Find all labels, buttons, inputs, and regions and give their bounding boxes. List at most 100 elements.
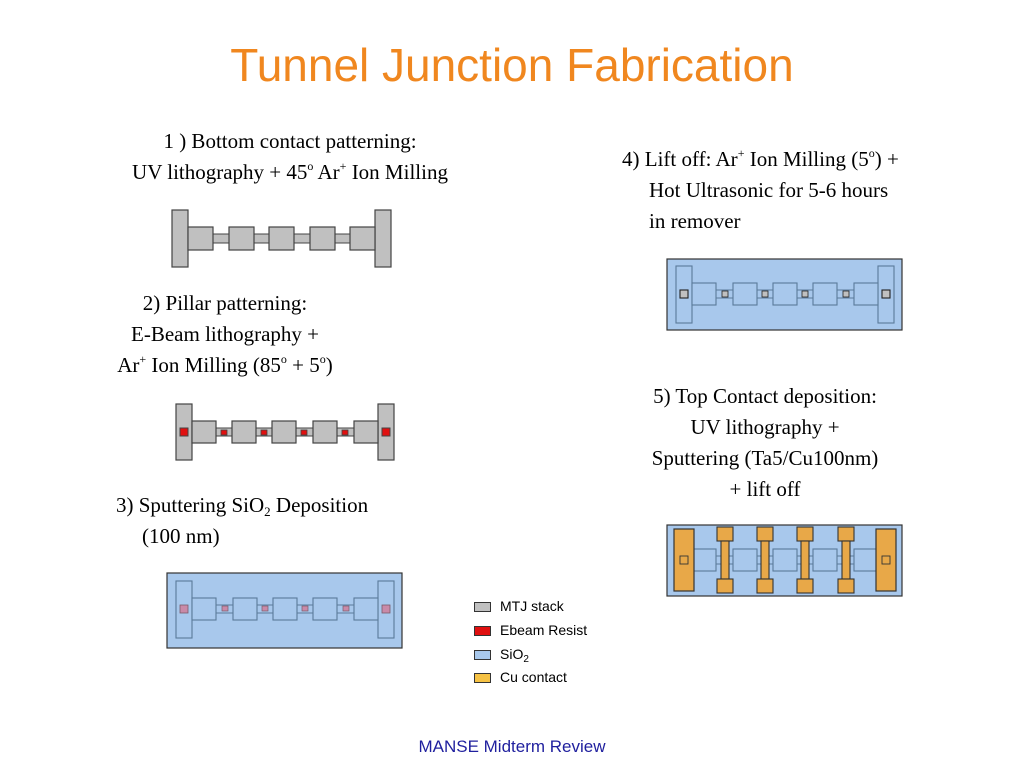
legend-label: SiO2 <box>500 646 529 665</box>
pad-block <box>732 548 758 572</box>
cu-top-contact <box>796 526 814 594</box>
legend-label: Ebeam Resist <box>500 622 588 638</box>
cu-top-contact <box>716 526 734 594</box>
pad-block <box>312 420 338 444</box>
step-1-line-2: UV lithography + 45 <box>132 160 308 184</box>
pad-block <box>191 420 217 444</box>
pad-block <box>349 226 376 251</box>
contact-pad-right <box>374 209 392 268</box>
sub-2: 2 <box>523 654 529 665</box>
pad-block <box>231 420 257 444</box>
step-1-ion: Ion Milling <box>346 160 448 184</box>
resist-pillar <box>220 429 228 436</box>
resist-pad-right <box>381 604 391 614</box>
step-1-line-1: 1 ) Bottom contact patterning: <box>163 129 417 153</box>
step-2-caption: 2) Pillar patterning: E-Beam lithography… <box>60 288 390 381</box>
resist-pillar <box>301 605 309 612</box>
pad-block <box>812 548 838 572</box>
legend-swatch <box>474 602 491 612</box>
step-3-line-1: 3) Sputtering SiO <box>116 493 265 517</box>
step-4-ar: 4) Lift off: Ar <box>622 147 738 171</box>
pad-block <box>232 597 258 621</box>
resist-pillar <box>221 605 229 612</box>
legend-label: Cu contact <box>500 669 567 685</box>
step-4-device <box>666 258 903 331</box>
pad-block <box>691 282 717 306</box>
cu-top-contact <box>837 526 855 594</box>
footer: MANSE Midterm Review <box>418 737 606 756</box>
step-2-device <box>175 403 395 461</box>
pad-block <box>228 226 255 251</box>
step-2-plus5: + 5 <box>286 353 320 377</box>
resist-pad-left <box>179 427 189 437</box>
plus-sup: + <box>139 352 147 366</box>
contact-pad-left <box>171 209 189 268</box>
cu-contact-marker <box>881 555 891 565</box>
pad-block <box>312 597 338 621</box>
step-4-caption: 4) Lift off: Ar+ Ion Milling (5o) + Hot … <box>622 144 982 237</box>
resist-pillar <box>341 429 349 436</box>
plus-sup: + <box>737 146 745 160</box>
resist-pad-left <box>179 604 189 614</box>
resist-pad-right <box>381 427 391 437</box>
step-4-line-3: in remover <box>649 209 741 233</box>
degree-sup: o <box>868 146 875 160</box>
legend-sio-text: SiO <box>500 646 524 662</box>
step-1-caption: 1 ) Bottom contact patterning: UV lithog… <box>80 126 500 188</box>
step-3-line-2: (100 nm) <box>142 524 220 548</box>
step-3-device <box>166 572 403 649</box>
opening-pad-left <box>679 289 689 299</box>
pad-block <box>268 226 295 251</box>
pad-block <box>812 282 838 306</box>
step-4-plus: ) + <box>874 147 899 171</box>
step-2-ar: Ar <box>117 353 140 377</box>
legend-swatch <box>474 673 491 683</box>
pad-block <box>271 420 297 444</box>
step-5-line-1: 5) Top Contact deposition: <box>653 384 877 408</box>
opening-pad-right <box>881 289 891 299</box>
degree-sup: o <box>280 352 287 366</box>
pad-block <box>353 597 379 621</box>
legend-label: MTJ stack <box>500 598 564 614</box>
step-5-line-4: + lift off <box>729 477 801 501</box>
step-1-device <box>171 209 392 268</box>
step-5-line-2: UV lithography + <box>690 415 840 439</box>
pad-block <box>772 548 798 572</box>
legend-swatch <box>474 650 491 660</box>
step-2-close: ) <box>325 353 333 377</box>
step-5-caption: 5) Top Contact deposition: UV lithograph… <box>600 381 930 505</box>
opening-pillar <box>761 290 769 298</box>
opening-pillar <box>842 290 850 298</box>
step-2-line-1: 2) Pillar patterning: <box>142 291 308 315</box>
plus-sup: + <box>339 159 347 173</box>
pad-block <box>853 548 879 572</box>
resist-pillar <box>261 605 269 612</box>
opening-pillar <box>801 290 809 298</box>
step-2-line-2: E-Beam lithography + <box>131 322 319 346</box>
resist-pillar <box>300 429 308 436</box>
pad-block <box>853 282 879 306</box>
pad-block <box>772 282 798 306</box>
pad-block <box>187 226 214 251</box>
step-1-ar: Ar <box>313 160 340 184</box>
pad-block <box>732 282 758 306</box>
step-5-device <box>666 524 903 597</box>
step-3-deposition: Deposition <box>270 493 369 517</box>
opening-pillar <box>721 290 729 298</box>
degree-sup: o <box>307 159 314 173</box>
pad-block <box>272 597 298 621</box>
cu-contact-marker <box>679 555 689 565</box>
legend-swatch <box>474 626 491 636</box>
step-5-line-3: Sputtering (Ta5/Cu100nm) <box>651 446 879 470</box>
step-2-ion: Ion Milling (85 <box>146 353 281 377</box>
pad-block <box>309 226 336 251</box>
step-4-ion: Ion Milling (5 <box>744 147 869 171</box>
step-4-line-2: Hot Ultrasonic for 5-6 hours <box>649 178 889 202</box>
slide-title: Tunnel Junction Fabrication <box>230 39 794 91</box>
degree-sup: o <box>319 352 326 366</box>
sub-2: 2 <box>264 504 271 519</box>
pad-block <box>691 548 717 572</box>
step-3-caption: 3) Sputtering SiO2 Deposition (100 nm) <box>116 490 446 552</box>
resist-pillar <box>260 429 268 436</box>
cu-top-contact <box>756 526 774 594</box>
